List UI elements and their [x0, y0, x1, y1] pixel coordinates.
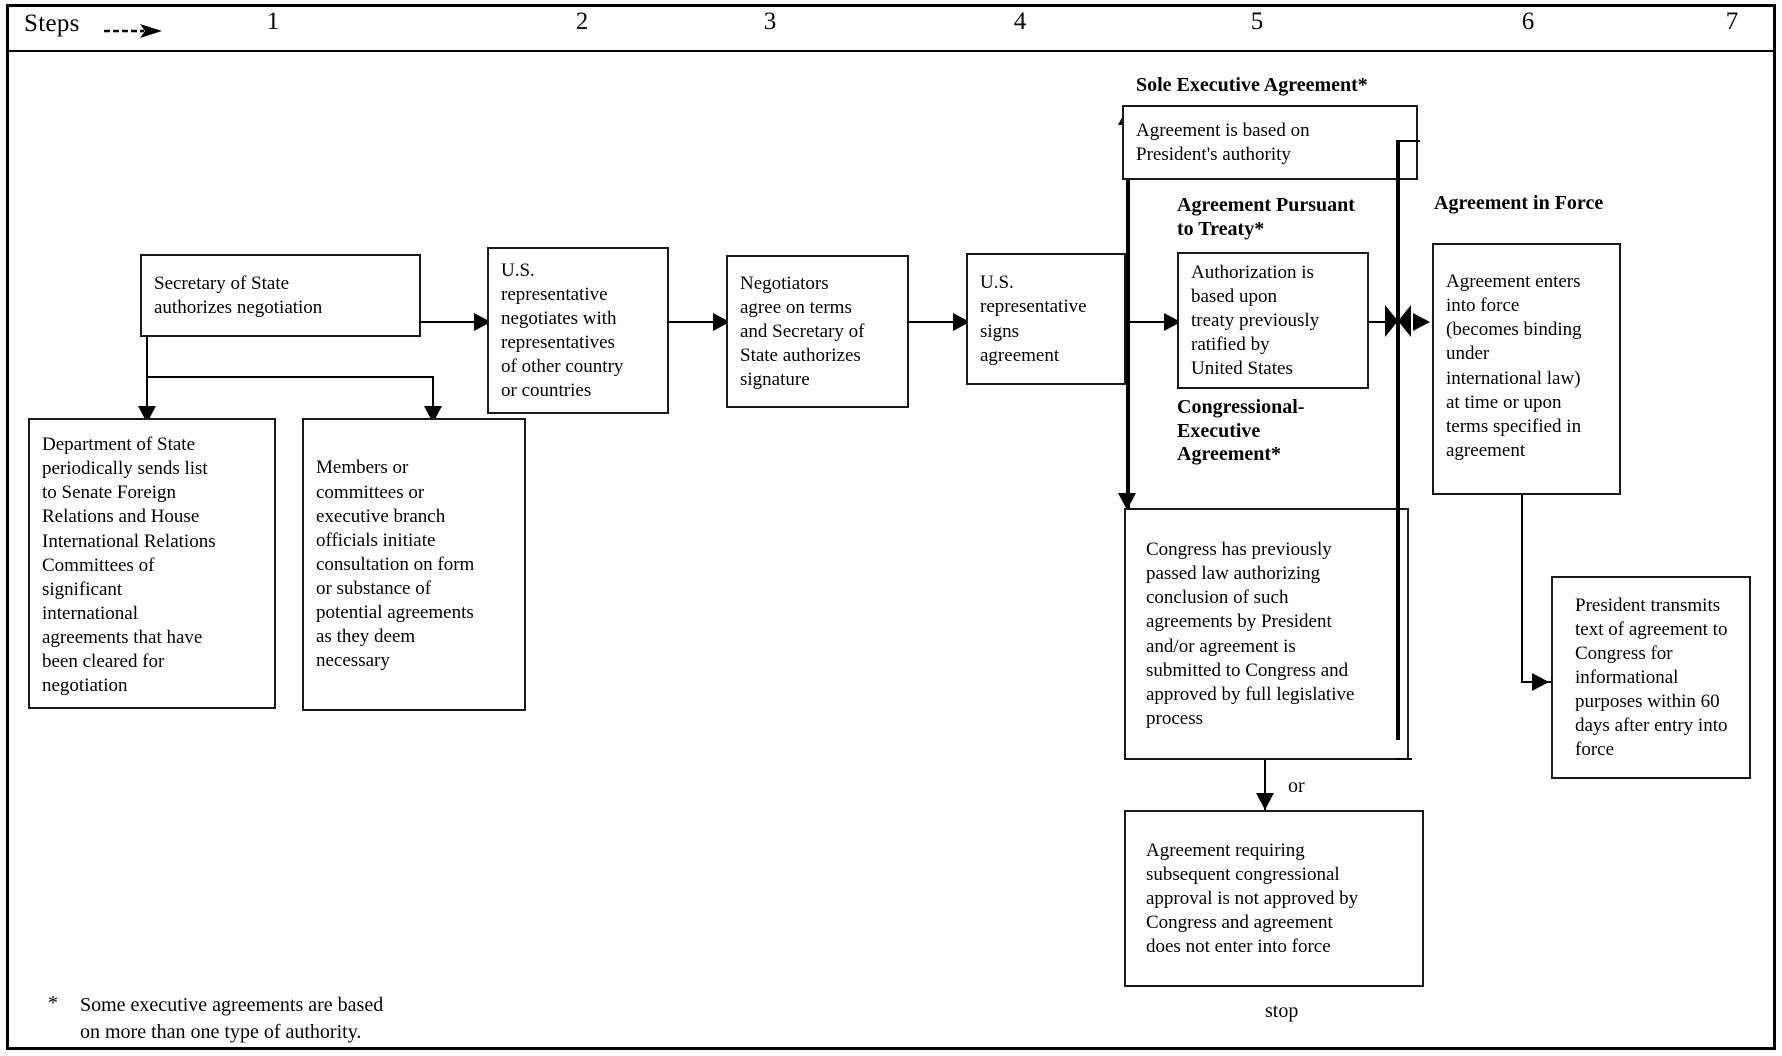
step-number-1: 1	[266, 8, 280, 35]
figure-frame	[6, 4, 1776, 1050]
header-divider	[9, 50, 1773, 52]
connector-to-dos-box	[146, 376, 148, 414]
connector-to-members-box	[432, 376, 434, 414]
box-text: Members or committees or executive branc…	[316, 457, 475, 672]
box-text: Authorization is based upon treaty previ…	[1191, 261, 1320, 380]
box-secretary-authorizes-negotiation: Secretary of State authorizes negotiatio…	[140, 254, 421, 337]
box-text: U.S. representative signs agreement	[980, 272, 1087, 366]
box-text: Agreement requiring subsequent congressi…	[1146, 839, 1359, 958]
box-members-committees-consultation: Members or committees or executive branc…	[302, 418, 526, 711]
box-congressional-executive-agreement: Congress has previously passed law autho…	[1124, 508, 1409, 760]
box-text: U.S. representative negotiates with repr…	[501, 259, 624, 402]
box-text: President transmits text of agreement to…	[1575, 594, 1728, 761]
arrowhead-to-president-transmits	[1532, 673, 1549, 691]
connector-force-down	[1521, 495, 1523, 683]
box-us-representative-signs-agreement: U.S. representative signs agreement	[966, 253, 1126, 385]
label-stop: stop	[1265, 1000, 1299, 1022]
step-number-4: 4	[1013, 8, 1027, 35]
step-number-2: 2	[575, 8, 589, 35]
step-number-7: 7	[1725, 8, 1739, 35]
connector-to-pursuant-treaty	[1126, 321, 1172, 323]
box-negotiators-agree-on-terms: Negotiators agree on terms and Secretary…	[726, 255, 909, 408]
footnote-marker: *	[48, 992, 58, 1014]
box-president-transmits-text: President transmits text of agreement to…	[1551, 576, 1751, 779]
box-agreement-enters-into-force: Agreement enters into force (becomes bin…	[1432, 243, 1621, 495]
connector-pursuant-to-spine	[1369, 321, 1397, 323]
box-agreement-not-approved: Agreement requiring subsequent congressi…	[1124, 810, 1424, 987]
arrowhead-or-branch	[1256, 793, 1274, 810]
box-text: Congress has previously passed law autho…	[1146, 539, 1355, 729]
box-department-of-state-sends-list: Department of State periodically sends l…	[28, 418, 276, 709]
step-number-3: 3	[763, 8, 777, 35]
label-sole-executive-agreement: Sole Executive Agreement*	[1136, 74, 1368, 96]
box-sole-executive-agreement: Agreement is based on President's author…	[1122, 105, 1418, 180]
arrowhead-to-agreement-in-force	[1413, 313, 1430, 331]
footnote-text: Some executive agreements are based on m…	[80, 994, 384, 1043]
connector-sole-join	[1396, 140, 1420, 142]
label-congressional-executive-agreement: Congressional- Executive Agreement*	[1177, 396, 1305, 466]
arrowhead-step2-to-step3	[713, 313, 730, 331]
label-agreement-pursuant-to-treaty: Agreement Pursuant to Treaty*	[1177, 194, 1355, 240]
connector-converge-spine	[1396, 140, 1400, 740]
connector-step2-to-step3	[669, 321, 720, 323]
box-us-representative-negotiates: U.S. representative negotiates with repr…	[487, 247, 669, 414]
box-text: Secretary of State authorizes negotiatio…	[154, 272, 323, 318]
connector-fanout-spine	[1126, 125, 1130, 510]
label-or: or	[1288, 775, 1305, 797]
box-text: Department of State periodically sends l…	[42, 434, 216, 697]
connector-step3-to-step4	[909, 321, 960, 323]
arrowhead-to-pursuant-treaty	[1164, 313, 1181, 331]
steps-label: Steps	[24, 10, 80, 37]
box-text: Agreement enters into force (becomes bin…	[1446, 271, 1582, 461]
arrowhead-step3-to-step4	[953, 313, 970, 331]
connector-step1-to-step2	[421, 321, 481, 323]
box-text: Negotiators agree on terms and Secretary…	[740, 272, 865, 391]
box-agreement-pursuant-to-treaty: Authorization is based upon treaty previ…	[1177, 252, 1369, 389]
connector-or-branch	[1264, 760, 1266, 810]
connector-secretary-split	[146, 376, 434, 378]
arrowhead-to-congressional-executive	[1118, 493, 1136, 510]
step-number-6: 6	[1521, 8, 1535, 35]
label-agreement-in-force: Agreement in Force	[1434, 192, 1604, 214]
right-arrow-icon	[104, 24, 162, 38]
connector-crossing-marker	[1385, 305, 1411, 342]
box-text: Agreement is based on President's author…	[1136, 119, 1310, 165]
connector-congressional-join	[1396, 758, 1412, 760]
connector-secretary-down	[146, 337, 148, 378]
step-number-5: 5	[1250, 8, 1264, 35]
arrowhead-step1-to-step2	[474, 313, 491, 331]
